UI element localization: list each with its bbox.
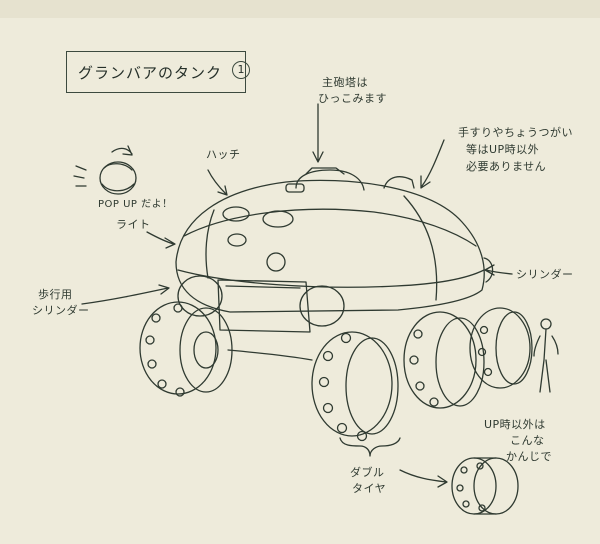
- note-light: ライト: [116, 218, 151, 231]
- note-upwheel-1: UP時以外は: [484, 418, 546, 431]
- turret-arrow: [312, 103, 324, 163]
- tank-body: [175, 167, 494, 333]
- light-arrow: [146, 231, 176, 249]
- note-upwheel-3: かんじで: [506, 450, 552, 463]
- dome-seam: [183, 208, 477, 247]
- note-walking-2: シリンダー: [32, 304, 90, 317]
- note-handrail-1: 手すりやちょうつがい: [458, 126, 573, 139]
- sheet-number: 1: [232, 61, 250, 79]
- dome-light: [266, 252, 286, 272]
- wheel-front-left: [139, 301, 233, 397]
- walking-arrow: [81, 284, 170, 305]
- cylinder-right: [299, 285, 345, 327]
- note-double-1: ダブル: [350, 466, 385, 479]
- note-hatch: ハッチ: [206, 148, 241, 161]
- note-walking-1: 歩行用: [38, 288, 73, 301]
- dome-rib-right: [403, 195, 438, 301]
- wheel-front-right: [311, 331, 399, 442]
- note-handrail-3: 必要ありません: [466, 160, 547, 173]
- handrail: [383, 176, 415, 189]
- axle: [227, 349, 313, 361]
- hatch-1: [222, 206, 250, 222]
- gun-barrel: [285, 183, 305, 193]
- note-cylinder: シリンダー: [516, 268, 574, 281]
- wheels: [139, 301, 533, 442]
- sensor-3: [227, 233, 247, 247]
- note-popup: POP UP だよ！: [98, 199, 173, 210]
- upwheel-arrow: [399, 469, 448, 488]
- dome-seam-2: [177, 269, 485, 288]
- dome-rib-left: [205, 209, 215, 279]
- wheel-middle-right: [403, 311, 485, 409]
- note-handrail-2: 等はUP時以外: [466, 143, 540, 156]
- note-turret-1: 主砲塔は: [322, 76, 368, 89]
- cylinder-left: [177, 275, 223, 317]
- note-double-2: タイヤ: [352, 482, 387, 495]
- wheel-rear-right: [469, 307, 533, 389]
- side-cylinder: [483, 257, 494, 283]
- front-plate-edge: [225, 285, 301, 289]
- popup-light-sketch: [73, 145, 137, 195]
- cylinder-arrow: [484, 264, 513, 276]
- hatch-2: [262, 210, 294, 228]
- human-figure: [533, 318, 559, 393]
- sheet-title: グランバアのタンク: [78, 64, 223, 82]
- double-brace: [339, 437, 401, 457]
- handrail-arrow: [420, 139, 445, 189]
- up-wheel-sketch: [451, 457, 519, 515]
- hatch-arrow: [207, 169, 228, 196]
- turret: [295, 167, 365, 191]
- dome-outline: [175, 179, 485, 313]
- note-upwheel-2: こんな: [510, 434, 545, 447]
- annotation-arrows: [81, 103, 513, 488]
- note-turret-2: ひっこみます: [318, 92, 387, 105]
